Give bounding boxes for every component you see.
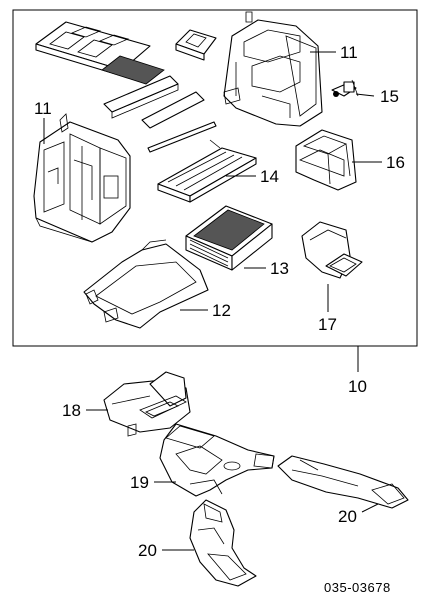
right-floor-duct-part [277, 455, 409, 509]
callout-19: 19 [130, 473, 149, 492]
center-duct-part [159, 423, 275, 497]
callout-20-bottom: 20 [138, 541, 157, 560]
diagram-code: 035-03678 [324, 580, 391, 595]
vent-duct-part [295, 129, 357, 191]
mesh-filter-part [101, 55, 165, 85]
leader-20-right [361, 503, 379, 513]
evaporator-core-part [157, 139, 257, 203]
heater-housing-part [33, 113, 131, 243]
callout-11-left: 11 [34, 99, 52, 118]
callout-12: 12 [212, 301, 231, 320]
callout-15: 15 [380, 87, 399, 106]
callout-11-top: 11 [340, 43, 358, 62]
callout-20-right: 20 [338, 507, 357, 526]
seal-strip-part [103, 75, 205, 129]
callout-10: 10 [348, 377, 367, 396]
grommet-part [175, 29, 217, 61]
callout-18: 18 [62, 401, 81, 420]
assembly-frame [12, 9, 418, 347]
rod-part [147, 121, 217, 153]
upper-housing-part [223, 11, 323, 127]
lower-duct-part [83, 239, 209, 329]
rear-duct-part [103, 371, 191, 437]
callout-17: 17 [318, 315, 337, 334]
callout-14: 14 [260, 167, 279, 186]
bottom-floor-duct-part [189, 499, 257, 587]
leader-15 [355, 93, 375, 97]
side-duct-part [301, 221, 363, 279]
callout-13: 13 [270, 259, 289, 278]
callout-16: 16 [386, 153, 405, 172]
sensor-part [331, 79, 359, 97]
cabin-filter-part [185, 205, 273, 271]
